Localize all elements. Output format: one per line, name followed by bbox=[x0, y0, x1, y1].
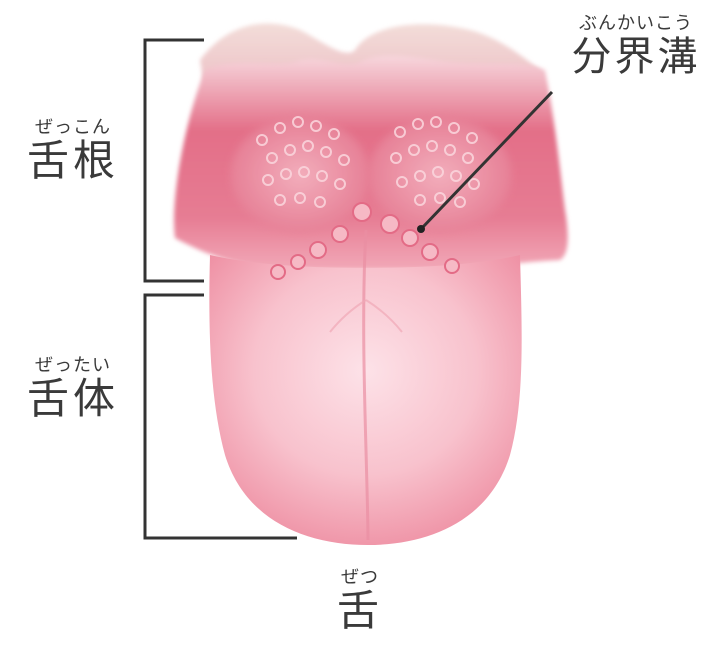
body-ruby: ぜったい bbox=[18, 356, 128, 376]
root-text: 舌根 bbox=[18, 138, 128, 184]
root-ruby: ぜっこん bbox=[18, 118, 128, 138]
groove-pointer-dot bbox=[417, 225, 425, 233]
body-text: 舌体 bbox=[18, 376, 128, 422]
groove-text: 分界溝 bbox=[556, 34, 716, 80]
groove-ruby: ぶんかいこう bbox=[556, 14, 716, 34]
groove-label: ぶんかいこう 分界溝 bbox=[556, 14, 716, 80]
body-label: ぜったい 舌体 bbox=[18, 356, 128, 422]
tongue-ruby: ぜつ bbox=[330, 568, 390, 588]
tongue-label: ぜつ 舌 bbox=[330, 568, 390, 634]
tongue-text: 舌 bbox=[330, 588, 390, 634]
root-label: ぜっこん 舌根 bbox=[18, 118, 128, 184]
